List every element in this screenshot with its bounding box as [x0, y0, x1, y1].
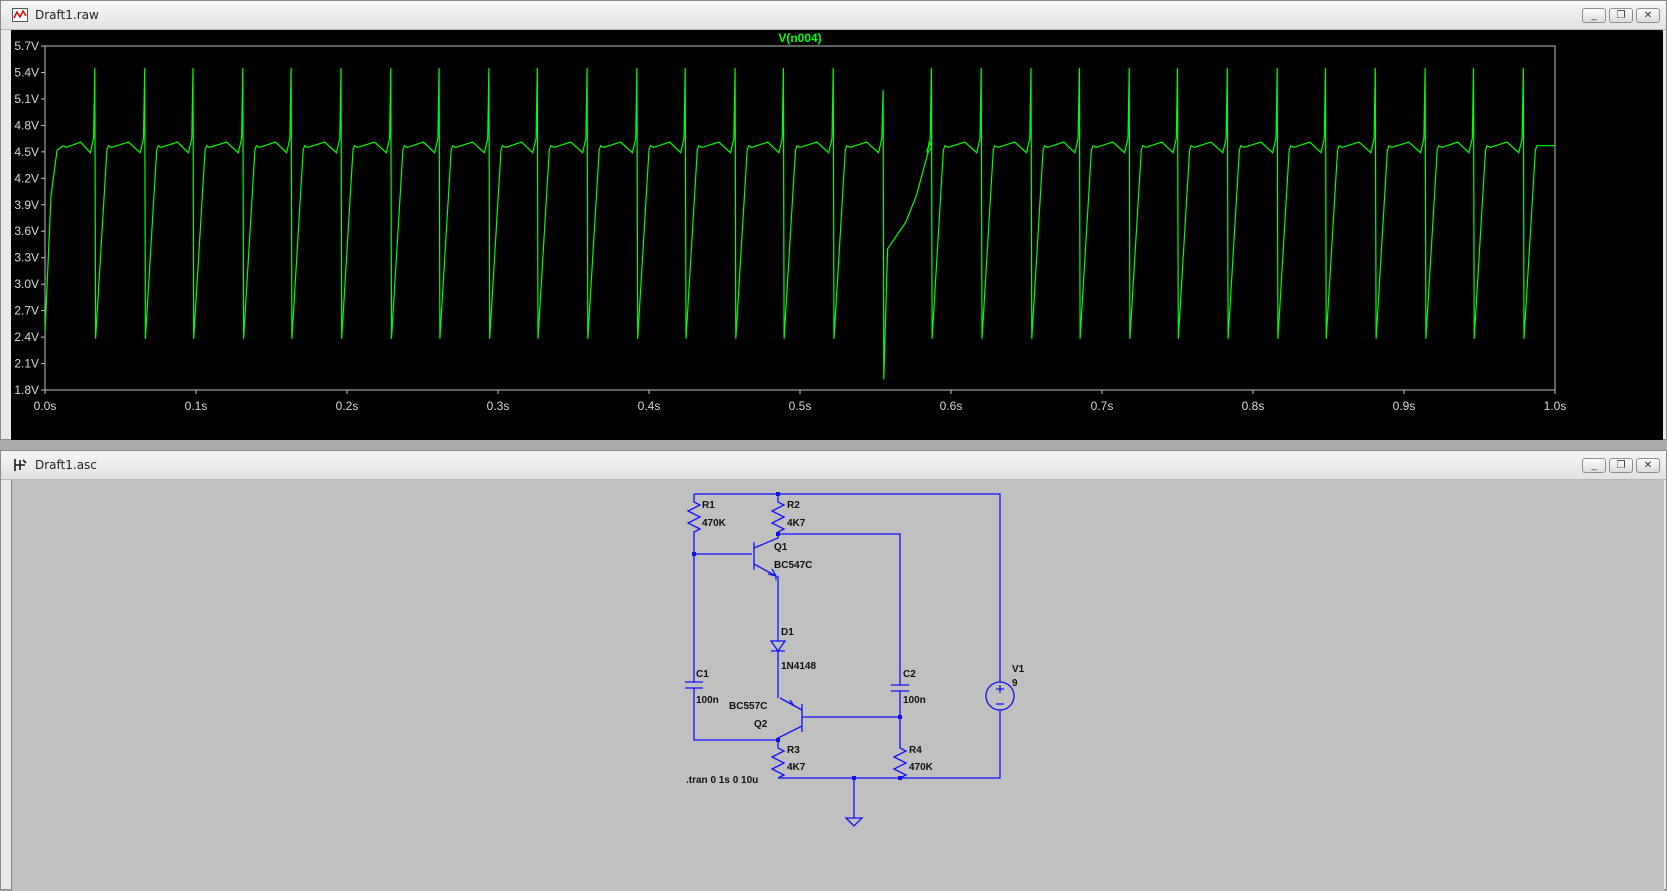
x-tick-label: 0.1s: [185, 399, 208, 413]
waveform-chart[interactable]: 5.7V 5.4V 5.1V 4.8V 4.5V 4.2V 3.9V 3.6V 3.3V 3.0V…: [11, 30, 1663, 441]
schematic-title: Draft1.asc: [35, 458, 97, 472]
waveform-icon: [11, 6, 29, 24]
ground-symbol[interactable]: [844, 817, 864, 827]
x-tick-label: 0.6s: [940, 399, 963, 413]
r4-value: 470K: [909, 762, 933, 773]
v1-name: V1: [1012, 664, 1025, 675]
y-tick-label: 2.1V: [14, 357, 39, 371]
minimize-button[interactable]: _: [1582, 458, 1606, 473]
v1-symbol[interactable]: [985, 681, 1015, 711]
trace-v-n004[interactable]: [44, 68, 1555, 380]
x-tick-label: 0.5s: [789, 399, 812, 413]
trace-title[interactable]: V(n004): [778, 31, 821, 45]
r2-name: R2: [787, 500, 800, 511]
waveform-window[interactable]: Draft1.raw _ ❐ ✕ 5.7V 5.4V 5.1V 4.8V 4.5V 4.2…: [0, 0, 1667, 441]
window-splitter: [0, 440, 1667, 450]
waveform-title: Draft1.raw: [35, 8, 99, 22]
d1-symbol[interactable]: [769, 640, 787, 698]
q1-name: Q1: [774, 542, 788, 553]
restore-button[interactable]: ❐: [1609, 458, 1633, 473]
schematic-canvas[interactable]: R1 470K R2 4K7 Q1 BC547C D1 1N4148 C1 10…: [11, 480, 1664, 891]
y-tick-label: 3.9V: [14, 198, 39, 212]
plot-frame: [44, 45, 1556, 391]
tran-directive[interactable]: .tran 0 1s 0 10u: [686, 775, 759, 786]
x-tick-label: 1.0s: [1544, 399, 1567, 413]
wire-r3[interactable]: [770, 740, 786, 779]
schematic-window[interactable]: Draft1.asc _ ❐ ✕: [0, 450, 1667, 891]
r1-name: R1: [702, 500, 715, 511]
waveform-titlebar[interactable]: Draft1.raw _ ❐ ✕: [1, 1, 1666, 30]
q1-emitter-arrow: [767, 568, 778, 578]
r3-name: R3: [787, 745, 800, 756]
schematic-titlebar[interactable]: Draft1.asc _ ❐ ✕: [1, 451, 1666, 480]
q2-body[interactable]: [777, 697, 803, 740]
r3-value: 4K7: [787, 762, 806, 773]
c2-name: C2: [903, 669, 916, 680]
wire-bottom-rail[interactable]: [778, 710, 1001, 779]
q2-emitter-arrow: [787, 699, 795, 707]
y-tick-label: 2.7V: [14, 304, 39, 318]
q1-value: BC547C: [774, 560, 813, 571]
c2-value: 100n: [903, 695, 926, 706]
x-tick-label: 0.2s: [336, 399, 359, 413]
v1-value: 9: [1012, 678, 1018, 689]
d1-name: D1: [781, 627, 794, 638]
x-tick-label: 0.0s: [34, 399, 57, 413]
c2-symbol[interactable]: [891, 684, 909, 717]
y-tick-label: 5.7V: [14, 39, 39, 53]
y-tick-label: 3.3V: [14, 251, 39, 265]
waveform-plot[interactable]: 5.7V 5.4V 5.1V 4.8V 4.5V 4.2V 3.9V 3.6V 3.3V 3.0V…: [11, 30, 1663, 441]
schematic-drawing[interactable]: [12, 480, 1664, 891]
y-tick-label: 1.8V: [14, 383, 39, 397]
x-tick-label: 0.3s: [487, 399, 510, 413]
r4-name: R4: [909, 745, 922, 756]
restore-button[interactable]: ❐: [1609, 8, 1633, 23]
y-tick-label: 2.4V: [14, 330, 39, 344]
schematic-icon: [11, 456, 29, 474]
close-button[interactable]: ✕: [1636, 458, 1660, 473]
y-tick-label: 3.0V: [14, 277, 39, 291]
minimize-button[interactable]: _: [1582, 8, 1606, 23]
q2-value: BC557C: [729, 701, 768, 712]
wire-r4[interactable]: [892, 717, 908, 779]
v1-plus-minus: [996, 685, 1004, 705]
r1-value: 470K: [702, 518, 726, 529]
q2-name: Q2: [754, 719, 768, 730]
y-tick-label: 4.8V: [14, 118, 39, 132]
x-tick-label: 0.8s: [1242, 399, 1265, 413]
y-tick-label: 5.1V: [14, 92, 39, 106]
y-tick-label: 4.2V: [14, 171, 39, 185]
y-tick-label: 4.5V: [14, 145, 39, 159]
c1-value: 100n: [696, 695, 719, 706]
x-tick-label: 0.7s: [1091, 399, 1114, 413]
close-button[interactable]: ✕: [1636, 8, 1660, 23]
y-tick-label: 5.4V: [14, 65, 39, 79]
c1-name: C1: [696, 669, 709, 680]
d1-value: 1N4148: [781, 661, 817, 672]
wire-c1[interactable]: [685, 554, 778, 741]
wire-r2-c2[interactable]: [778, 533, 901, 685]
wire-top-rail[interactable]: [694, 493, 1001, 682]
y-tick-label: 3.6V: [14, 224, 39, 238]
x-tick-label: 0.9s: [1393, 399, 1416, 413]
wire-r1[interactable]: [686, 494, 702, 554]
x-tick-label: 0.4s: [638, 399, 661, 413]
wire-r2[interactable]: [770, 494, 786, 534]
r2-value: 4K7: [787, 518, 806, 529]
